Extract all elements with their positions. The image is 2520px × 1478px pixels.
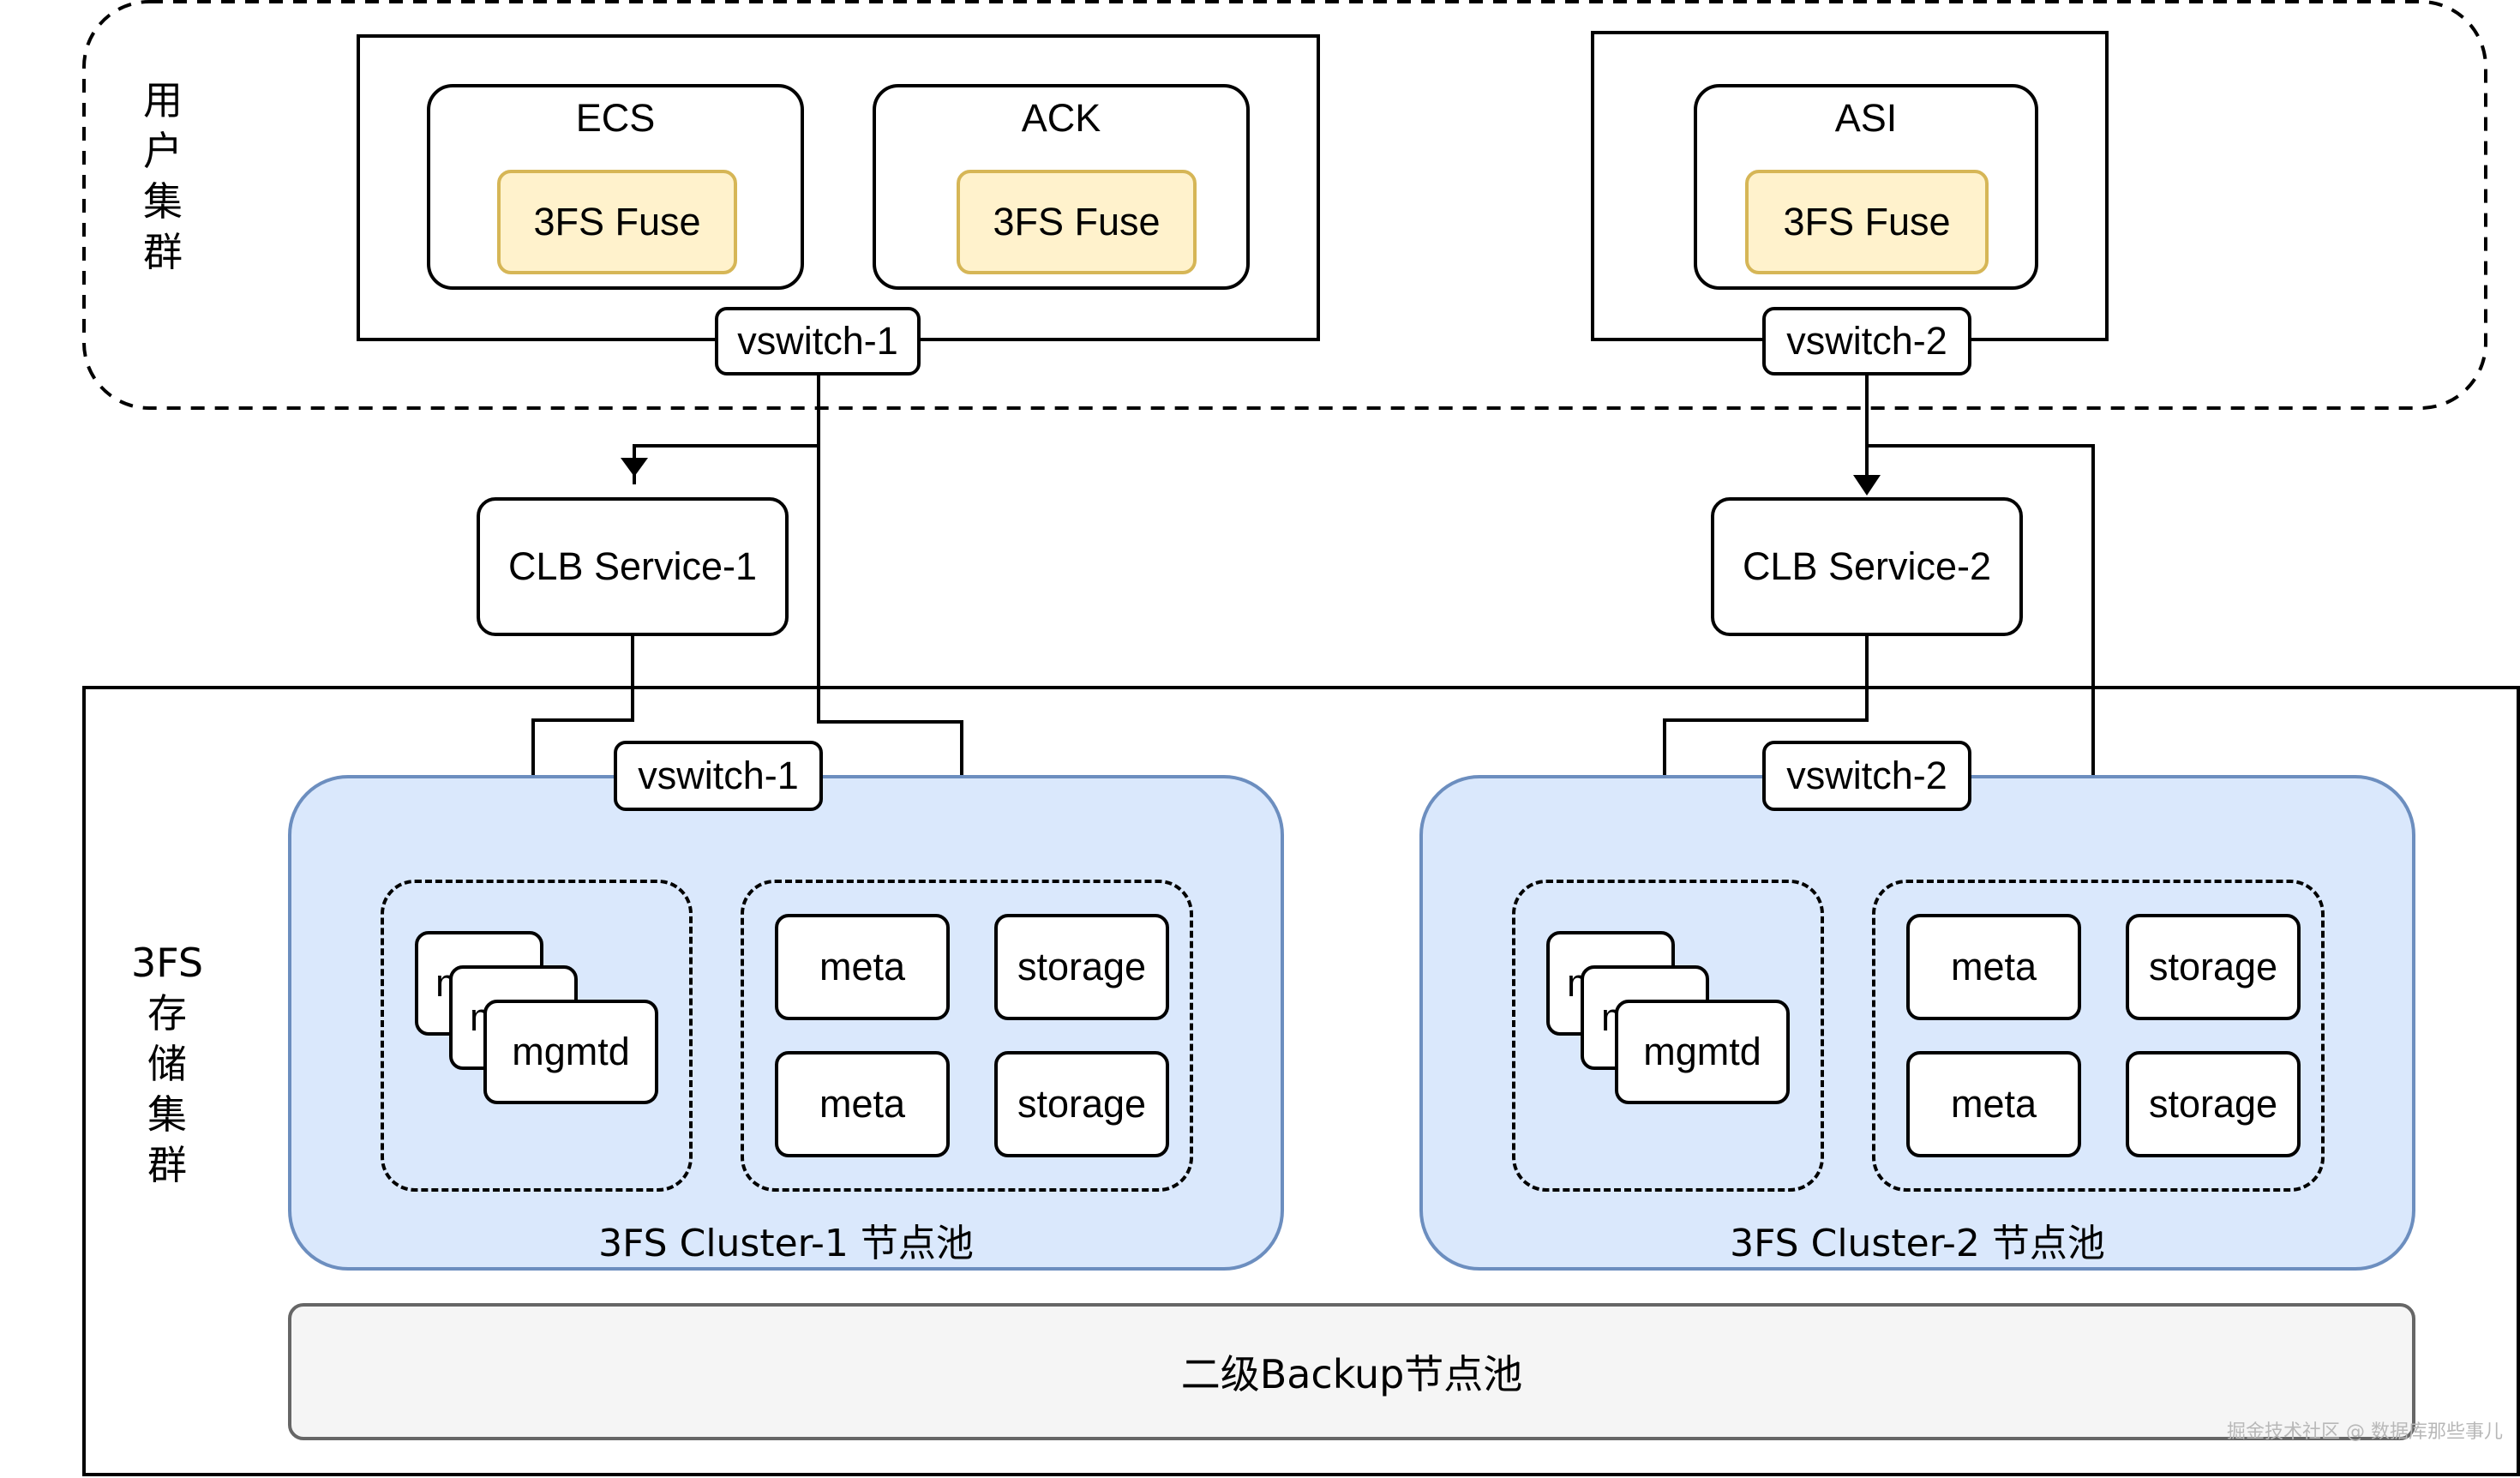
cluster-1-storage-2[interactable]: storage — [994, 1051, 1169, 1157]
cluster-2-node-pool[interactable]: m m mgmtd meta storage meta storage 3FS … — [1419, 775, 2415, 1271]
cluster-1-pool-label: 3FS Cluster-1 节点池 — [598, 1222, 974, 1265]
vswitch-1-cluster[interactable]: vswitch-1 — [614, 741, 823, 811]
storage-cluster-char: 储 — [147, 1040, 187, 1087]
cluster-2-meta-1[interactable]: meta — [1906, 914, 2081, 1020]
user-cluster-char: 群 — [143, 228, 183, 275]
storage-cluster-char: 群 — [147, 1141, 187, 1188]
ack-container[interactable]: ACK 3FS Fuse — [873, 84, 1250, 290]
user-cluster-label: 用 户 集 群 — [137, 75, 189, 278]
ecs-container[interactable]: ECS 3FS Fuse — [427, 84, 804, 290]
vswitch-1-user[interactable]: vswitch-1 — [715, 307, 921, 376]
storage-cluster-char: 集 — [147, 1090, 187, 1138]
asi-title: ASI — [1834, 96, 1898, 140]
cluster-1-mgmtd-group: m m mgmtd — [381, 880, 693, 1192]
asi-3fs-fuse[interactable]: 3FS Fuse — [1745, 170, 1989, 274]
ack-title: ACK — [1021, 96, 1101, 140]
asi-container[interactable]: ASI 3FS Fuse — [1694, 84, 2038, 290]
ecs-3fs-fuse[interactable]: 3FS Fuse — [497, 170, 737, 274]
edge-vswitch1-to-clb1 — [633, 376, 820, 484]
cluster-1-meta-1[interactable]: meta — [775, 914, 950, 1020]
cluster-2-meta-2[interactable]: meta — [1906, 1051, 2081, 1157]
cluster-1-node-pool[interactable]: m m mgmtd meta storage meta storage 3FS … — [288, 775, 1284, 1271]
cluster-1-data-group: meta storage meta storage — [741, 880, 1193, 1192]
edge-vswitch2-to-cluster2-meta — [1867, 444, 2095, 866]
clb-service-2[interactable]: CLB Service-2 — [1711, 497, 2023, 636]
ecs-title: ECS — [575, 96, 656, 140]
backup-node-pool[interactable]: 二级Backup节点池 — [288, 1303, 2415, 1440]
vswitch-2-cluster[interactable]: vswitch-2 — [1762, 741, 1971, 811]
ack-3fs-fuse[interactable]: 3FS Fuse — [957, 170, 1197, 274]
cluster-2-storage-1[interactable]: storage — [2126, 914, 2301, 1020]
user-cluster-char: 用 — [143, 77, 183, 123]
vswitch-2-user[interactable]: vswitch-2 — [1762, 307, 1971, 376]
user-cluster-region — [82, 0, 2487, 410]
cluster-2-mgmtd-group: m m mgmtd — [1512, 880, 1824, 1192]
user-cluster-char: 户 — [143, 127, 183, 174]
storage-cluster-label: 3FS 存 储 集 群 — [111, 938, 223, 1190]
cluster-2-data-group: meta storage meta storage — [1872, 880, 2325, 1192]
storage-cluster-char: 存 — [147, 989, 187, 1036]
storage-cluster-char: 3FS — [130, 940, 204, 986]
cluster-2-mgmtd[interactable]: mgmtd — [1615, 1000, 1790, 1104]
cluster-1-meta-2[interactable]: meta — [775, 1051, 950, 1157]
cluster-1-storage-1[interactable]: storage — [994, 914, 1169, 1020]
watermark: 掘金技术社区 @ 数据库那些事儿 — [2227, 1421, 2503, 1443]
storage-cluster-frame — [82, 686, 2520, 1476]
clb-service-1[interactable]: CLB Service-1 — [477, 497, 789, 636]
cluster-2-pool-label: 3FS Cluster-2 节点池 — [1730, 1222, 2105, 1265]
cluster-2-storage-2[interactable]: storage — [2126, 1051, 2301, 1157]
cluster-1-mgmtd[interactable]: mgmtd — [483, 1000, 658, 1104]
user-cluster-char: 集 — [143, 177, 183, 225]
